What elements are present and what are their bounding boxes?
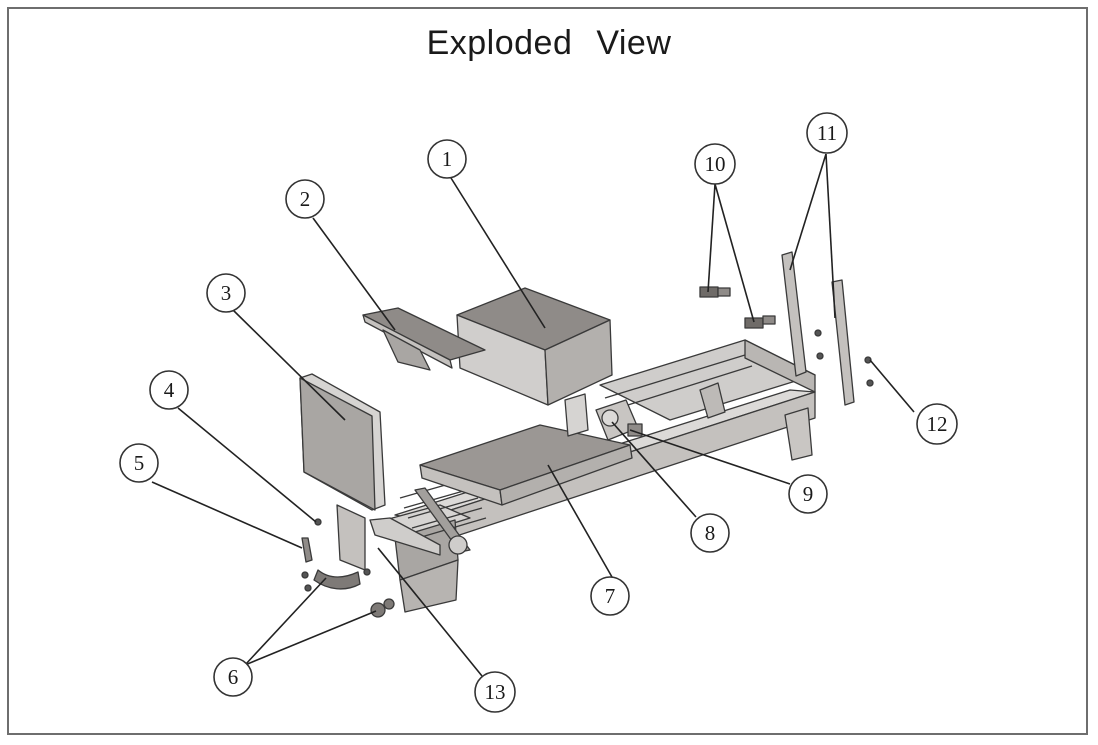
callout-2: 2: [285, 179, 325, 219]
callout-11-label: 11: [817, 121, 837, 145]
callout-8-label: 8: [705, 521, 716, 545]
foot-panel-part: [299, 373, 386, 571]
callout-3-label: 3: [221, 281, 232, 305]
callout-6-label: 6: [228, 665, 239, 689]
callout-13-label: 13: [485, 680, 506, 704]
callout-4: 4: [149, 370, 189, 410]
callout-2-label: 2: [300, 187, 311, 211]
callout-12-label: 12: [927, 412, 948, 436]
callout-7: 7: [590, 576, 630, 616]
callout-10-label: 10: [705, 152, 726, 176]
callout-9: 9: [788, 474, 828, 514]
callout-9-label: 9: [803, 482, 814, 506]
callout-1: 1: [427, 139, 467, 179]
upright-bars-part: [781, 251, 855, 406]
callout-5-label: 5: [134, 451, 145, 475]
sitting-box-part: [456, 287, 613, 437]
callout-7-label: 7: [605, 584, 616, 608]
callout-3: 3: [206, 273, 246, 313]
carriage-part: [419, 424, 633, 506]
jump-board-part: [362, 307, 486, 371]
knob-bolts-part: [699, 286, 776, 329]
small-hardware: [301, 518, 395, 618]
callout-11: 11: [806, 112, 848, 154]
pulley-block-part: [595, 399, 643, 441]
leader-lines: [151, 153, 915, 677]
callout-13: 13: [474, 671, 516, 713]
callout-1-label: 1: [442, 147, 453, 171]
callout-5: 5: [119, 443, 159, 483]
callout-6: 6: [213, 657, 253, 697]
callout-12: 12: [916, 403, 958, 445]
end-cap-part: [369, 517, 441, 556]
callout-10: 10: [694, 143, 736, 185]
diagram-title: Exploded View: [426, 24, 672, 62]
callout-4-label: 4: [164, 378, 175, 402]
callout-8: 8: [690, 513, 730, 553]
